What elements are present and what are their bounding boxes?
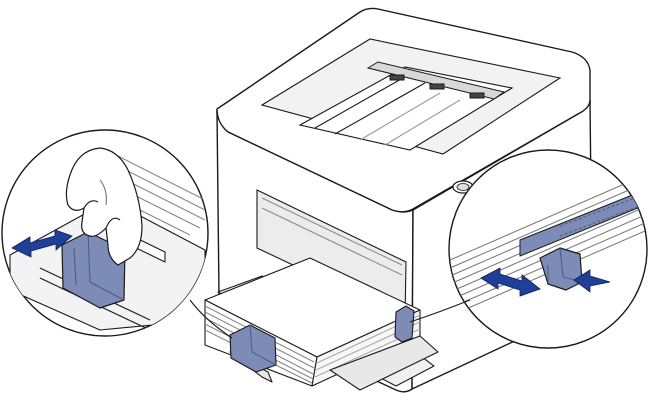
right-callout — [449, 150, 647, 348]
tray-width-guide — [395, 306, 414, 342]
left-callout — [2, 130, 208, 336]
